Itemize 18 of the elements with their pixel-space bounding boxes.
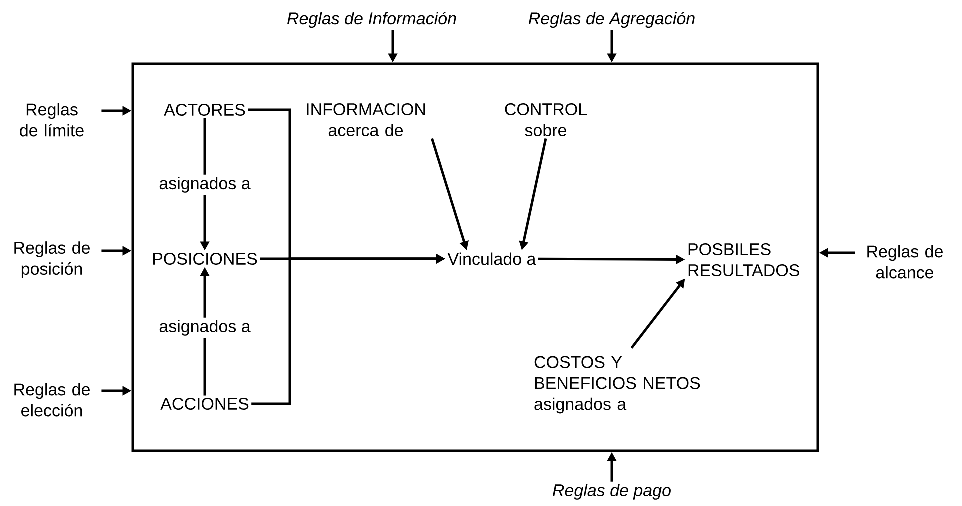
rule-label: Reglas de posición — [14, 242, 90, 278]
rule-label: Reglas de límite — [20, 103, 84, 137]
concept-text: POSICIONES — [154, 252, 258, 266]
concept-text: COSTOS Y BENEFICIOS NETOS asignados a — [534, 356, 700, 414]
relation-text: Vinculado a — [448, 252, 536, 266]
rule-label: Reglas de pago — [552, 484, 671, 500]
rule-label: Reglas de elección — [14, 383, 90, 417]
rule-label: Reglas de Agregación — [528, 12, 695, 28]
concept-text: ACCIONES — [160, 398, 249, 410]
concept-text: INFORMACION acerca de — [307, 103, 426, 137]
concept-text: CONTROL sobre — [505, 103, 587, 137]
rule-label: Reglas de Información — [287, 12, 456, 28]
relation-text: asignados a — [160, 320, 251, 336]
concept-text: ACTORES — [164, 104, 246, 116]
frame-box — [132, 62, 820, 452]
rule-label: Reglas de alcance — [868, 245, 943, 279]
relation-text: asignados a — [160, 177, 251, 193]
concept-text: POSBILES RESULTADOS — [688, 243, 800, 277]
